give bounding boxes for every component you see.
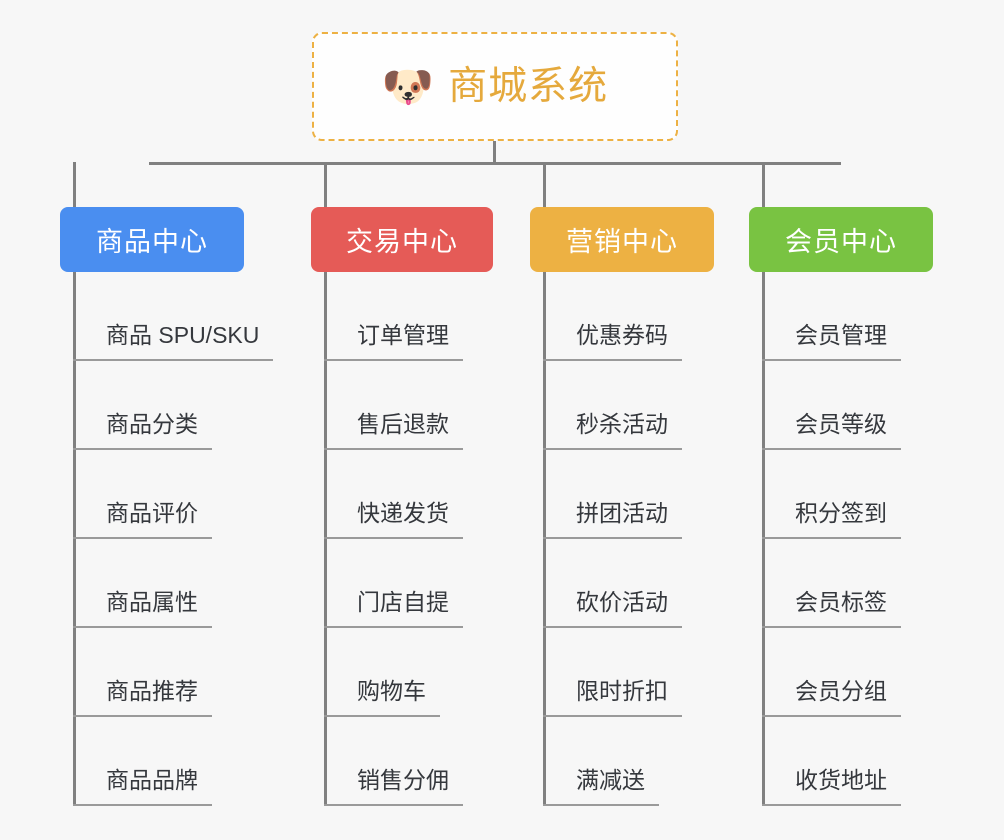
leaf-item[interactable]: 秒杀活动 [530,361,714,450]
leaf-rule [543,804,577,806]
branch-spine [73,272,76,806]
leaf-rule [73,448,107,450]
leaf-item[interactable]: 砍价活动 [530,539,714,628]
leaf-rule [73,359,107,361]
leaf-item[interactable]: 商品品牌 [60,717,244,806]
connector-drop-0 [73,162,76,207]
leaf-rule [324,537,358,539]
leaf-item-label: 商品评价 [106,502,212,539]
branch-spine [543,272,546,806]
leaf-item-label: 会员标签 [795,591,901,628]
category-box[interactable]: 会员中心 [749,207,933,272]
category-box[interactable]: 交易中心 [311,207,493,272]
leaf-item[interactable]: 会员分组 [749,628,933,717]
leaf-rule [543,359,577,361]
leaf-item-label: 砍价活动 [576,591,682,628]
leaf-item-label: 售后退款 [357,413,463,450]
leaf-item[interactable]: 优惠券码 [530,272,714,361]
leaf-item-label: 购物车 [357,680,440,717]
category-box[interactable]: 商品中心 [60,207,244,272]
connector-drop-3 [762,162,765,207]
leaf-item[interactable]: 订单管理 [311,272,493,361]
branch-column-3: 会员中心会员管理会员等级积分签到会员标签会员分组收货地址 [749,207,933,806]
leaf-item-label: 商品分类 [106,413,212,450]
leaf-item[interactable]: 销售分佣 [311,717,493,806]
branch-column-2: 营销中心优惠券码秒杀活动拼团活动砍价活动限时折扣满减送 [530,207,714,806]
branch-column-1: 交易中心订单管理售后退款快递发货门店自提购物车销售分佣 [311,207,493,806]
dog-face-icon: 🐶 [381,62,435,110]
leaf-item[interactable]: 收货地址 [749,717,933,806]
leaf-list: 商品 SPU/SKU 商品分类商品评价商品属性商品推荐商品品牌 [60,272,274,806]
leaf-item[interactable]: 商品属性 [60,539,244,628]
leaf-rule [543,626,577,628]
leaf-item[interactable]: 商品 SPU/SKU [60,272,274,361]
branch-spine [762,272,765,806]
leaf-item-label: 销售分佣 [357,769,463,806]
leaf-item-label: 快递发货 [357,502,463,539]
leaf-item[interactable]: 限时折扣 [530,628,714,717]
leaf-item-label: 商品品牌 [106,769,212,806]
leaf-rule [324,715,358,717]
leaf-item[interactable]: 商品分类 [60,361,244,450]
root-title: 商城系统 [448,65,609,108]
leaf-item-label: 拼团活动 [576,502,682,539]
leaf-item[interactable]: 商品评价 [60,450,244,539]
leaf-list: 订单管理售后退款快递发货门店自提购物车销售分佣 [311,272,493,806]
leaf-rule [73,715,107,717]
leaf-item[interactable]: 会员管理 [749,272,933,361]
leaf-item[interactable]: 售后退款 [311,361,493,450]
leaf-item[interactable]: 购物车 [311,628,493,717]
leaf-rule [324,804,358,806]
leaf-item-label: 积分签到 [795,502,901,539]
leaf-item-label: 优惠券码 [576,324,682,361]
leaf-item[interactable]: 满减送 [530,717,714,806]
leaf-rule [543,537,577,539]
leaf-item[interactable]: 快递发货 [311,450,493,539]
leaf-item[interactable]: 会员标签 [749,539,933,628]
connector-horizontal-bus [149,162,841,165]
connector-drop-2 [543,162,546,207]
leaf-item[interactable]: 商品推荐 [60,628,244,717]
leaf-rule [762,626,796,628]
leaf-item-label: 限时折扣 [576,680,682,717]
leaf-item-label: 门店自提 [357,591,463,628]
leaf-rule [324,359,358,361]
leaf-item-label: 会员管理 [795,324,901,361]
leaf-item-label: 商品属性 [106,591,212,628]
leaf-item[interactable]: 门店自提 [311,539,493,628]
leaf-item[interactable]: 拼团活动 [530,450,714,539]
leaf-item-label: 订单管理 [357,324,463,361]
leaf-rule [324,448,358,450]
branch-column-0: 商品中心商品 SPU/SKU 商品分类商品评价商品属性商品推荐商品品牌 [60,207,274,806]
connector-root-vertical [493,141,496,165]
connector-drop-1 [324,162,327,207]
leaf-list: 优惠券码秒杀活动拼团活动砍价活动限时折扣满减送 [530,272,714,806]
leaf-rule [324,626,358,628]
leaf-item[interactable]: 积分签到 [749,450,933,539]
leaf-rule [543,448,577,450]
branch-spine [324,272,327,806]
leaf-item-label: 秒杀活动 [576,413,682,450]
leaf-item-label: 满减送 [576,769,659,806]
leaf-rule [762,537,796,539]
leaf-rule [762,715,796,717]
leaf-item[interactable]: 会员等级 [749,361,933,450]
leaf-rule [762,448,796,450]
leaf-rule [73,626,107,628]
leaf-rule [73,804,107,806]
category-box[interactable]: 营销中心 [530,207,714,272]
root-node[interactable]: 🐶 商城系统 [312,32,678,141]
leaf-item-label: 商品 SPU/SKU [106,324,274,361]
leaf-rule [543,715,577,717]
leaf-rule [762,359,796,361]
leaf-rule [762,804,796,806]
leaf-item-label: 收货地址 [795,769,901,806]
leaf-list: 会员管理会员等级积分签到会员标签会员分组收货地址 [749,272,933,806]
leaf-item-label: 会员等级 [795,413,901,450]
leaf-rule [73,537,107,539]
leaf-item-label: 商品推荐 [106,680,212,717]
leaf-item-label: 会员分组 [795,680,901,717]
